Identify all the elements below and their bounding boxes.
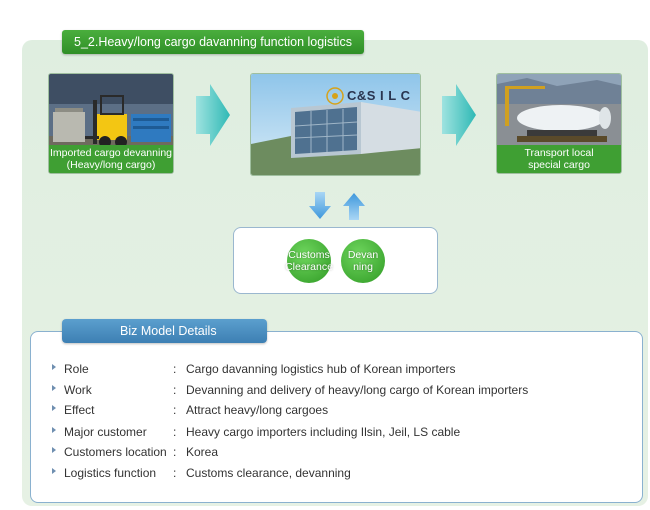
arrow-down-icon [309,192,331,219]
step3-caption: Transport local special cargo [497,145,621,173]
detail-key: Logistics function [64,465,157,480]
detail-value: Korea [186,445,219,459]
arrow-up-icon [343,193,365,220]
bubble-line: Clearance [285,261,333,273]
detail-value: Attract heavy/long cargoes [186,403,329,417]
bullet-icon [52,426,56,433]
bullet-icon [52,447,56,453]
detail-value: Cargo davanning logistics hub of Korean … [186,362,456,376]
bullet-icon [52,467,56,474]
detail-row-logistics-function: Logistics function : Customs clearance, … [50,466,630,487]
step1-caption: Imported cargo devanning (Heavy/long car… [49,145,173,173]
detail-separator: : [173,424,177,439]
detail-row-major-customer: Major customer : Heavy cargo importers i… [50,425,630,446]
customs-clearance-bubble: Customs Clearance [285,239,333,283]
detail-row-role: Role : Cargo davanning logistics hub of … [50,362,630,383]
arrow-right-icon [442,84,476,146]
devanning-bubble: Devan ning [341,239,385,283]
bullet-icon [52,364,56,370]
bullet-icon [52,384,56,391]
detail-value: Heavy cargo importers including Ilsin, J… [186,424,461,439]
step3-caption-line2: special cargo [528,159,590,171]
detail-key: Work [64,382,92,397]
step-csilc-hub: C&S I L C [250,73,421,176]
detail-value: Devanning and delivery of heavy/long car… [186,382,529,397]
details-list: Role : Cargo davanning logistics hub of … [50,362,630,486]
forklift-photo [49,74,173,173]
bubble-line: Customs [288,249,330,261]
page-title: 5_2.Heavy/long cargo davanning function … [62,30,364,54]
process-box [233,227,438,294]
bullet-icon [52,405,56,411]
csilc-logo-text: C&S I L C [347,88,411,103]
step1-caption-line1: Imported cargo devanning [50,147,172,159]
step3-caption-line1: Transport local [524,147,594,159]
step-transport-local: Transport local special cargo [496,73,622,174]
building-photo [251,74,420,175]
arrow-right-icon [196,84,230,146]
detail-separator: : [173,362,177,376]
step1-caption-line2: (Heavy/long cargo) [66,159,156,171]
detail-separator: : [173,382,177,397]
detail-row-effect: Effect : Attract heavy/long cargoes [50,403,630,424]
details-box [30,331,643,503]
detail-separator: : [173,465,177,480]
detail-key: Major customer [64,424,147,439]
step-imported-cargo: Imported cargo devanning (Heavy/long car… [48,73,174,174]
detail-row-work: Work : Devanning and delivery of heavy/l… [50,383,630,404]
detail-key: Role [64,362,89,376]
detail-value: Customs clearance, devanning [186,465,351,480]
details-header: Biz Model Details [62,319,267,343]
detail-separator: : [173,445,177,459]
bubble-line: Devan [347,249,379,261]
detail-row-customers-location: Customers location : Korea [50,445,630,466]
detail-separator: : [173,403,177,417]
bubble-line: ning [353,261,373,273]
detail-key: Effect [64,403,95,417]
detail-key: Customers location [64,445,167,459]
